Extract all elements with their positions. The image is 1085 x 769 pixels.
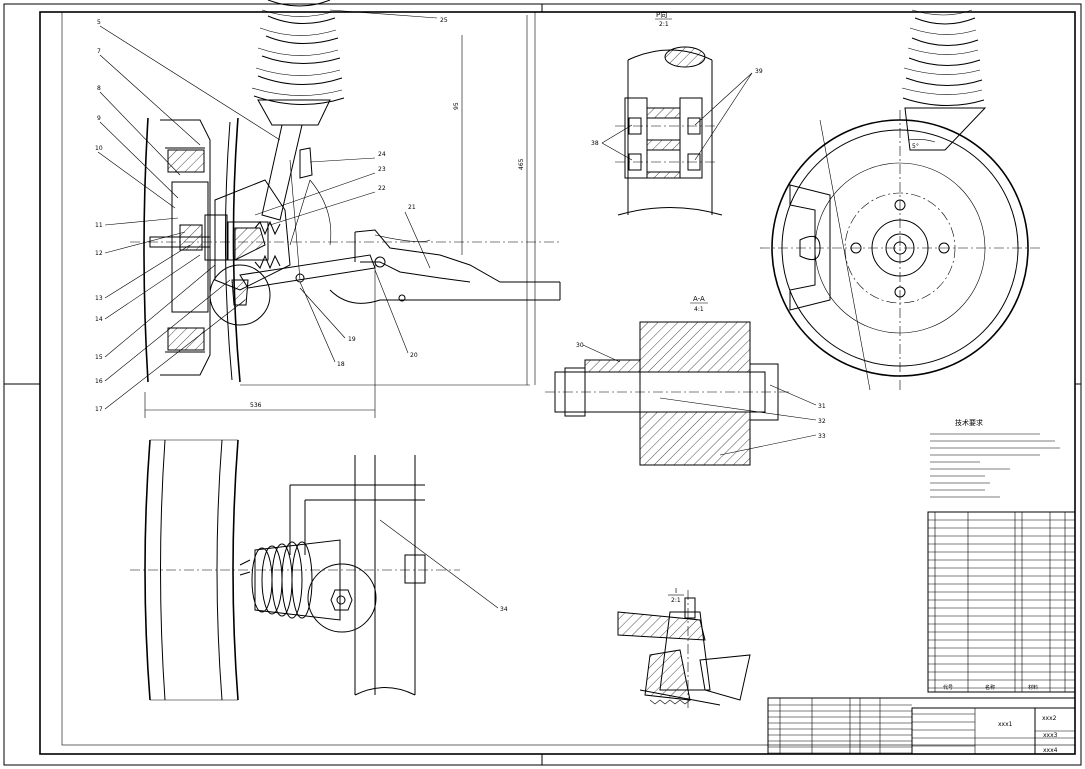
- balloon-34: 34: [500, 606, 508, 613]
- balloon-33: 33: [818, 433, 826, 440]
- balloon-12: 12: [95, 250, 103, 257]
- balloon-32: 32: [818, 418, 826, 425]
- wheel-side-view: 5°: [760, 9, 1040, 391]
- lower-detail-view: 34: [130, 439, 508, 701]
- balloon-22: 22: [378, 185, 386, 192]
- balloon-13: 13: [95, 295, 103, 302]
- notes-title: 技术要求: [955, 418, 983, 427]
- title-xxx1: xxx1: [998, 721, 1013, 728]
- view-p-title: P向: [656, 10, 667, 19]
- title-block: xxx1 xxx2 xxx3 xxx4: [767, 697, 1076, 755]
- section-aa-scale: 4:1: [694, 306, 704, 313]
- coil-spring: [251, 0, 345, 126]
- dim-465: 465: [518, 158, 525, 170]
- part-balloons: 5 7 8 9 10 11 12 13 14 15 16 17 18 19 20…: [95, 9, 448, 413]
- view-i-scale: 2:1: [671, 597, 681, 604]
- view-p: P向 2:1 39 38: [591, 10, 763, 216]
- balloon-7: 7: [97, 48, 101, 55]
- section-aa-title: A-A: [693, 295, 705, 303]
- balloon-39: 39: [755, 68, 763, 75]
- title-xxx4: xxx4: [1043, 747, 1058, 754]
- dim-95: 95: [453, 102, 460, 110]
- balloon-15: 15: [95, 354, 103, 361]
- balloon-11: 11: [95, 222, 103, 229]
- balloon-9: 9: [97, 115, 101, 122]
- parts-material-header: 材料: [1028, 684, 1038, 691]
- title-xxx2: xxx2: [1042, 715, 1057, 722]
- balloon-30: 30: [576, 342, 584, 349]
- parts-name-header: 名称: [985, 684, 995, 691]
- balloon-23: 23: [378, 166, 386, 173]
- balloon-25: 25: [440, 17, 448, 24]
- dim-536: 536: [250, 402, 262, 409]
- section-aa: A-A 4:1 30 31 32 33: [545, 295, 826, 466]
- parts-list: 代号 名称 材料: [927, 511, 1076, 693]
- balloon-8: 8: [97, 85, 101, 92]
- technical-notes: 技术要求: [930, 418, 1060, 498]
- view-p-scale: 2:1: [659, 21, 669, 28]
- title-xxx3: xxx3: [1043, 732, 1058, 739]
- balloon-18: 18: [337, 361, 345, 368]
- view-i-title: I: [675, 587, 677, 595]
- balloon-17: 17: [95, 406, 103, 413]
- view-i-detail: I 2:1: [617, 587, 751, 710]
- parts-code-header: 代号: [943, 684, 953, 691]
- balloon-10: 10: [95, 145, 103, 152]
- balloon-38: 38: [591, 140, 599, 147]
- balloon-24: 24: [378, 151, 386, 158]
- sheet-border: [3, 3, 1082, 766]
- balloon-20: 20: [410, 352, 418, 359]
- balloon-5: 5: [97, 19, 101, 26]
- balloon-31: 31: [818, 403, 826, 410]
- main-assembly-view: 536 95 465: [130, 0, 561, 418]
- angle-label: 5°: [912, 143, 919, 150]
- balloon-21: 21: [408, 204, 416, 211]
- balloon-16: 16: [95, 378, 103, 385]
- balloon-19: 19: [348, 336, 356, 343]
- balloon-14: 14: [95, 316, 103, 323]
